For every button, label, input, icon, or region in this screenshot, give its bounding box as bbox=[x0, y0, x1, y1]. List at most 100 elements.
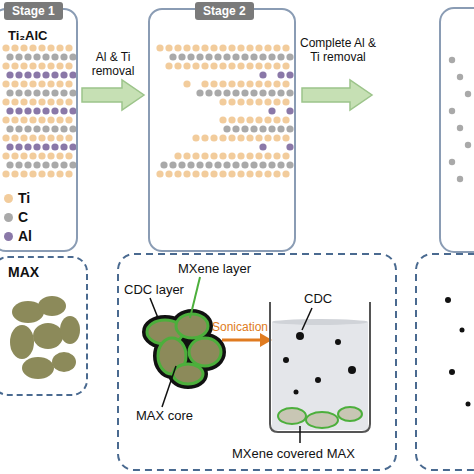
atom bbox=[237, 80, 244, 87]
atom bbox=[187, 53, 194, 60]
atom bbox=[60, 89, 67, 96]
atom bbox=[201, 170, 208, 177]
atom bbox=[196, 89, 203, 96]
atom bbox=[228, 62, 235, 69]
atom bbox=[223, 53, 230, 60]
atom bbox=[47, 152, 54, 159]
atom bbox=[20, 170, 27, 177]
atom bbox=[246, 152, 253, 159]
atom bbox=[232, 125, 239, 132]
atom bbox=[255, 62, 262, 69]
atom bbox=[205, 161, 212, 168]
atom bbox=[29, 80, 36, 87]
atom bbox=[42, 125, 49, 132]
atom bbox=[65, 134, 72, 141]
atom bbox=[255, 44, 262, 51]
atom bbox=[259, 71, 266, 78]
atom bbox=[282, 44, 289, 51]
atom bbox=[174, 62, 181, 69]
atom bbox=[2, 170, 9, 177]
atom bbox=[2, 134, 9, 141]
stage-tab: Stage 2 bbox=[195, 2, 254, 20]
dashed-panel bbox=[118, 254, 396, 470]
atom bbox=[246, 44, 253, 51]
atom bbox=[268, 89, 275, 96]
atom bbox=[192, 170, 199, 177]
atom bbox=[11, 44, 18, 51]
atom bbox=[286, 143, 293, 150]
atom bbox=[174, 170, 181, 177]
atom bbox=[69, 107, 76, 114]
atom bbox=[237, 44, 244, 51]
atom bbox=[56, 98, 63, 105]
beaker bbox=[270, 302, 370, 432]
atom bbox=[11, 80, 18, 87]
atom bbox=[29, 116, 36, 123]
atom bbox=[282, 170, 289, 177]
atom bbox=[11, 152, 18, 159]
atom bbox=[228, 80, 235, 87]
atom bbox=[20, 62, 27, 69]
carbon-atom bbox=[457, 74, 463, 80]
atom bbox=[237, 98, 244, 105]
atom bbox=[264, 44, 271, 51]
atom bbox=[29, 98, 36, 105]
atom bbox=[273, 98, 280, 105]
atom bbox=[24, 53, 31, 60]
atom bbox=[42, 53, 49, 60]
atom bbox=[60, 125, 67, 132]
atom bbox=[178, 53, 185, 60]
atom bbox=[250, 161, 257, 168]
atom bbox=[33, 107, 40, 114]
atom bbox=[183, 44, 190, 51]
atom bbox=[51, 89, 58, 96]
atom bbox=[38, 98, 45, 105]
atom bbox=[268, 53, 275, 60]
atom bbox=[237, 152, 244, 159]
atom bbox=[210, 44, 217, 51]
atom bbox=[6, 71, 13, 78]
atom bbox=[255, 170, 262, 177]
atom bbox=[56, 62, 63, 69]
atom bbox=[24, 71, 31, 78]
carbon-atom bbox=[449, 108, 455, 114]
atom bbox=[223, 161, 230, 168]
atom bbox=[69, 53, 76, 60]
atom bbox=[42, 89, 49, 96]
atom bbox=[250, 89, 257, 96]
atom bbox=[51, 71, 58, 78]
atom bbox=[42, 71, 49, 78]
leader-line bbox=[190, 277, 200, 318]
atom bbox=[259, 53, 266, 60]
atom bbox=[165, 170, 172, 177]
atom bbox=[264, 134, 271, 141]
atom bbox=[29, 44, 36, 51]
atom bbox=[47, 170, 54, 177]
atom bbox=[255, 116, 262, 123]
atom bbox=[65, 170, 72, 177]
atom bbox=[20, 134, 27, 141]
atom bbox=[228, 134, 235, 141]
atom bbox=[219, 98, 226, 105]
atom bbox=[51, 125, 58, 132]
atom bbox=[219, 152, 226, 159]
atom bbox=[264, 98, 271, 105]
legend-swatch bbox=[4, 232, 13, 241]
atom bbox=[56, 80, 63, 87]
callout-label: CDC bbox=[304, 292, 332, 306]
atom bbox=[246, 134, 253, 141]
atom bbox=[237, 134, 244, 141]
atom bbox=[228, 152, 235, 159]
legend-label: C bbox=[18, 209, 28, 225]
atom bbox=[33, 125, 40, 132]
atom bbox=[165, 44, 172, 51]
atom bbox=[192, 62, 199, 69]
callout-label: MXene layer bbox=[178, 262, 251, 276]
atom bbox=[268, 125, 275, 132]
atom bbox=[228, 116, 235, 123]
atom bbox=[205, 89, 212, 96]
atom bbox=[69, 125, 76, 132]
atom bbox=[33, 161, 40, 168]
